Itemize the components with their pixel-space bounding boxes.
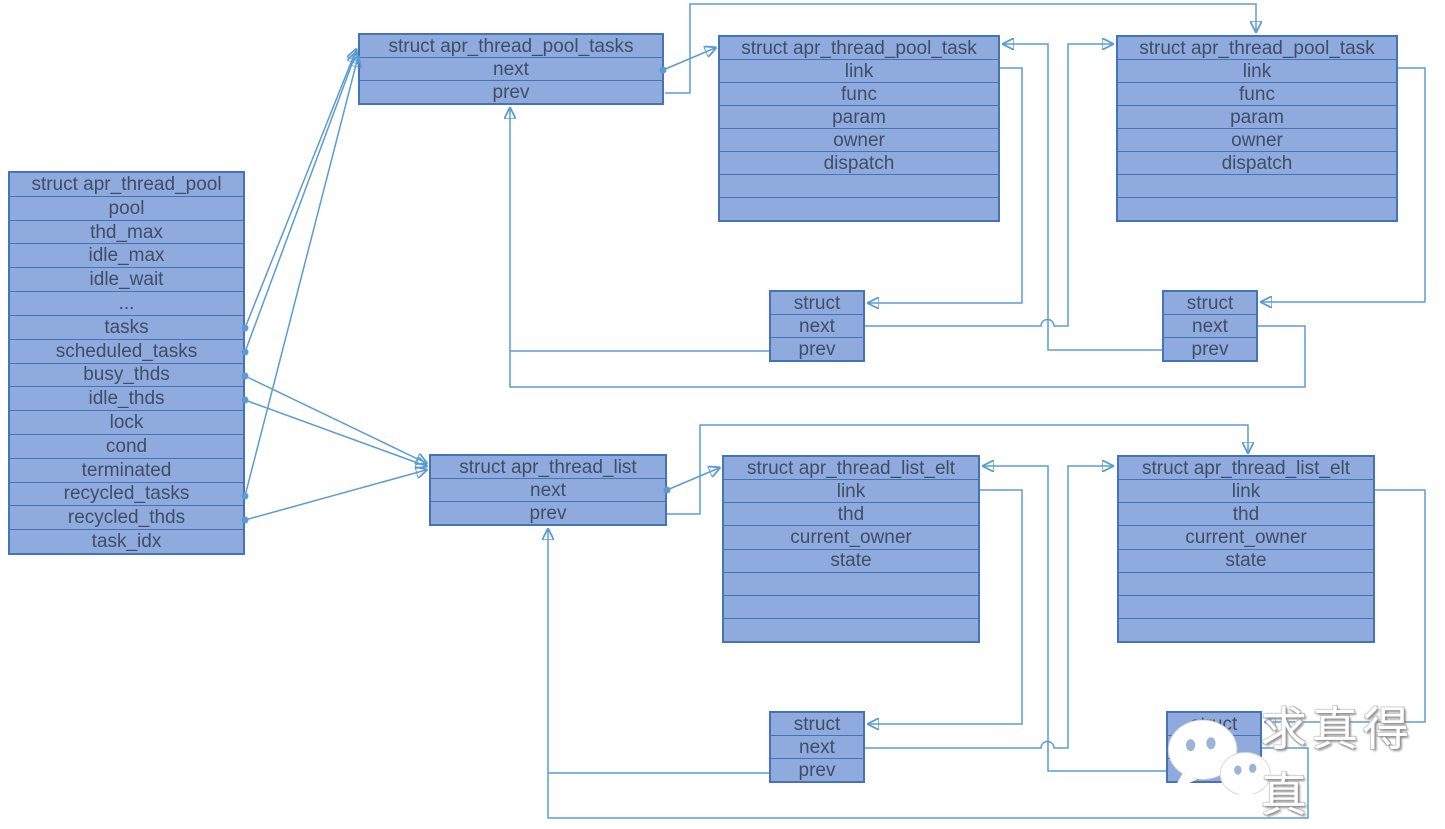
field-row (1118, 197, 1396, 220)
watermark-text: 求真得真 (1260, 702, 1414, 821)
field-row: owner (720, 128, 998, 151)
ptr-thread-list-next-to-elt1 (666, 468, 719, 491)
field-row: next (431, 478, 665, 501)
field-row (1119, 571, 1373, 595)
field-row: state (1119, 548, 1373, 572)
field-row: next (771, 314, 863, 337)
field-row: link (720, 59, 998, 82)
ptr-busy-thds-to-thread-list (244, 375, 426, 463)
field-row: idle_max (10, 243, 243, 267)
ptr-tasks-to-pool-tasks (244, 50, 356, 329)
field-row: busy_thds (10, 362, 243, 387)
field-row: pool (10, 195, 243, 220)
struct-title: struct (1186, 292, 1234, 314)
field-row: prev (771, 758, 863, 781)
field-row: next (1164, 314, 1256, 337)
field-row: idle_thds (10, 386, 243, 410)
field-row: prev (771, 337, 863, 360)
field-row: task_idx (10, 529, 243, 553)
field-row (724, 617, 978, 641)
field-row: ... (10, 291, 243, 315)
field-row (1118, 174, 1396, 197)
field-row (720, 197, 998, 220)
field-row: next (771, 735, 863, 758)
field-row: param (1118, 105, 1396, 128)
field-row: thd_max (10, 219, 243, 244)
field-row: recycled_tasks (10, 481, 243, 506)
struct-title: struct apr_thread_pool_tasks (388, 35, 634, 57)
field-row (724, 594, 978, 618)
struct-title: struct apr_thread_pool_task (741, 37, 977, 59)
struct-title: struct apr_thread_list_elt (1141, 457, 1351, 479)
field-row: prev (360, 80, 662, 103)
ptr-idle-thds-to-thread-list (244, 399, 426, 466)
field-row: recycled_thds (10, 505, 243, 529)
field-row: state (724, 548, 978, 572)
struct-title: struct (793, 292, 841, 314)
field-row: cond (10, 433, 243, 458)
field-row: thd (724, 502, 978, 525)
field-row: dispatch (720, 151, 998, 174)
field-row: owner (1118, 128, 1396, 151)
field-row: dispatch (1118, 151, 1396, 174)
field-row: thd (1119, 502, 1373, 525)
field-row: lock (10, 410, 243, 434)
field-row: prev (1168, 758, 1260, 781)
field-row: func (1118, 82, 1396, 105)
field-row (1119, 617, 1373, 641)
ptr-pool-tasks-next-to-task1 (662, 48, 715, 71)
ptr-scheduled-tasks-to-pool-tasks (244, 53, 356, 353)
field-row: next (360, 57, 662, 80)
field-row: prev (431, 501, 665, 524)
struct-title: struct apr_thread_pool_task (1139, 37, 1375, 59)
struct-title: struct apr_thread_pool (31, 173, 222, 195)
ptr-recycled-thds-to-thread-list (244, 470, 426, 521)
field-row: link (1118, 59, 1396, 82)
field-row: idle_wait (10, 267, 243, 291)
struct-title: struct apr_thread_list_elt (746, 457, 956, 479)
field-row: current_owner (1119, 525, 1373, 548)
field-row (720, 174, 998, 197)
field-row: param (720, 105, 998, 128)
ptr-recycled-tasks-to-pool-tasks (244, 57, 358, 497)
field-row (1119, 594, 1373, 618)
field-row: terminated (10, 457, 243, 482)
field-row: next (1168, 735, 1260, 758)
field-row: scheduled_tasks (10, 338, 243, 363)
field-row: current_owner (724, 525, 978, 548)
field-row: prev (1164, 337, 1256, 360)
struct-title: struct (1190, 713, 1238, 735)
struct-title: struct (793, 713, 841, 735)
struct-title: struct apr_thread_list (459, 456, 637, 478)
field-row: link (1119, 479, 1373, 502)
field-row (724, 571, 978, 595)
field-row: link (724, 479, 978, 502)
field-row: tasks (10, 314, 243, 339)
field-row: func (720, 82, 998, 105)
